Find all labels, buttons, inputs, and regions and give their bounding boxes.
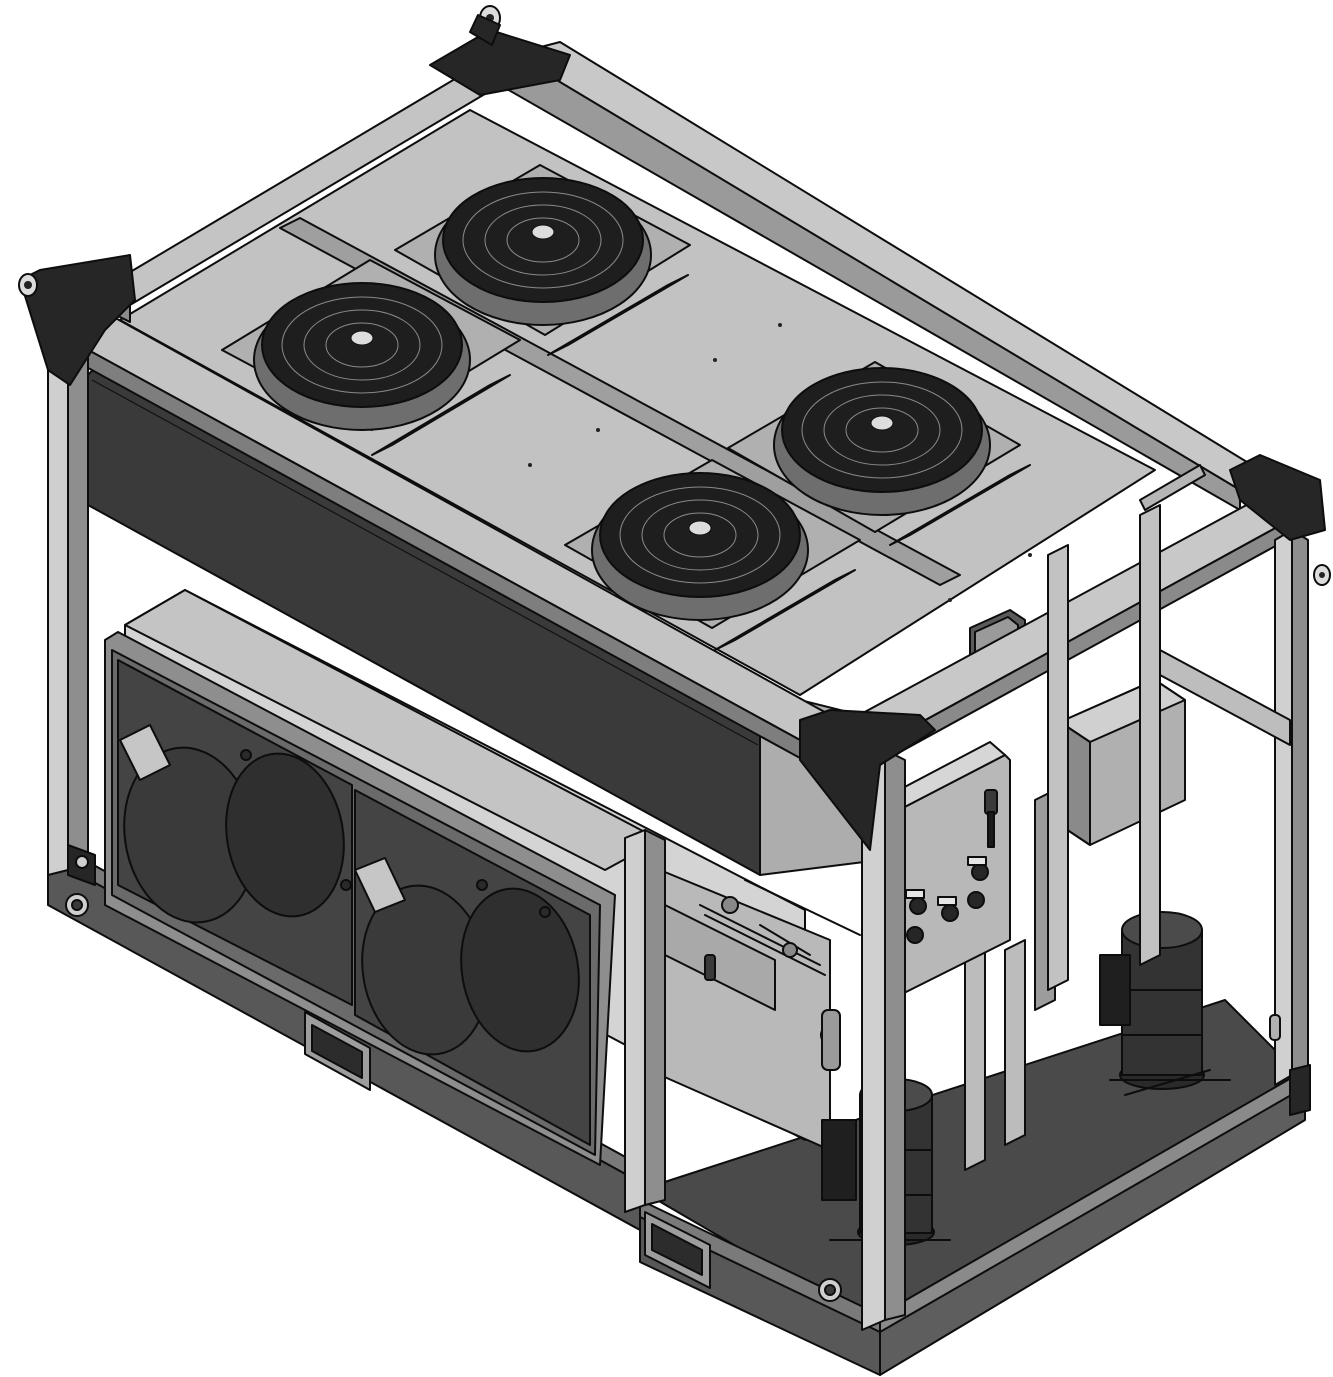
electrical-enclosure-upper [1059,679,1186,846]
corner-foot-right [1269,1014,1311,1116]
condenser-coil-assembly [104,589,661,1166]
corner-foot-left [67,844,96,886]
compressor-rear [1099,911,1231,1096]
control-panel [879,741,1011,996]
fan-guard-3 [591,472,809,621]
fan-guard-4 [773,367,991,516]
corner-casting-back [429,5,571,96]
corner-casting-left [18,254,136,386]
frame-top-rails [69,41,1291,764]
corner-casting-front [799,709,936,851]
fan-guard-1 [253,282,471,431]
corner-casting-right [1229,454,1331,586]
frame-vertical-posts [47,339,1309,1331]
fan-guard-2 [434,177,652,326]
